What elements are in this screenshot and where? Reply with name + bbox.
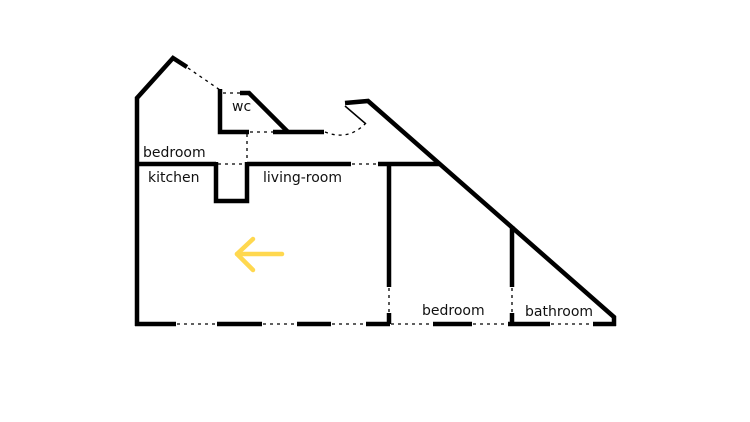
wc-wall-diagonal bbox=[240, 90, 290, 134]
roof-opening bbox=[187, 67, 221, 91]
walls bbox=[134, 55, 617, 327]
door-leaf bbox=[344, 105, 367, 125]
outer-left-wall bbox=[134, 55, 189, 326]
wc-wall-left bbox=[217, 89, 249, 135]
label-wc: wc bbox=[232, 99, 251, 115]
label-bathroom: bathroom bbox=[525, 304, 593, 320]
kitchen-alcove bbox=[213, 162, 250, 204]
label-bedroom-top: bedroom bbox=[143, 145, 206, 161]
room-labels: wc bedroom kitchen living-room bedroom b… bbox=[143, 99, 593, 320]
label-kitchen: kitchen bbox=[148, 170, 200, 186]
label-living-room: living-room bbox=[263, 170, 342, 186]
door-swing bbox=[324, 123, 366, 136]
arrow-left-icon bbox=[234, 236, 285, 273]
label-bedroom-bottom: bedroom bbox=[422, 303, 485, 319]
outer-diagonal-wall bbox=[344, 98, 617, 326]
